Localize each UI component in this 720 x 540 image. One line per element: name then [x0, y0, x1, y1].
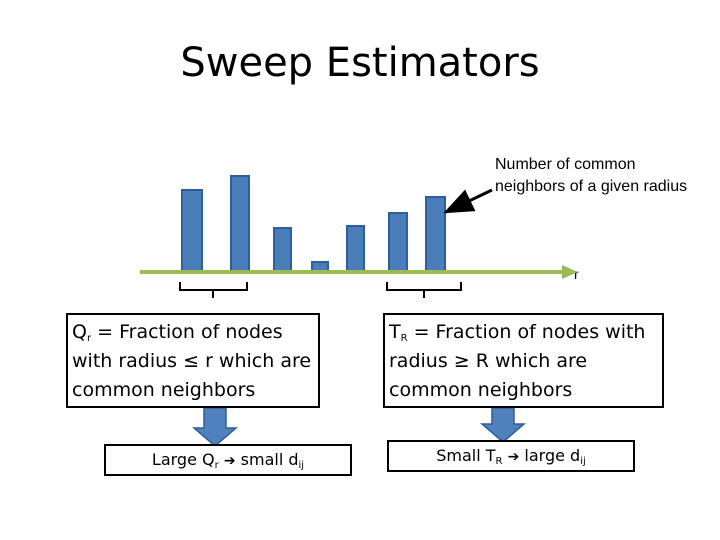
annotation-text: Number of common neighbors of a given ra…	[495, 156, 688, 195]
annotation-pointer-arrow	[443, 188, 493, 214]
bar-3	[273, 227, 292, 273]
r-axis-arrowhead	[562, 265, 578, 279]
left-brace	[179, 282, 248, 298]
left-definition-box: Qr = Fraction of nodes with radius ≤ r w…	[66, 313, 320, 408]
left-definition-line-2: with radius ≤ r which are	[72, 350, 312, 372]
right-arrow-icon: ➔	[507, 449, 520, 465]
bar-2	[230, 175, 250, 273]
right-arrow-icon: ➔	[223, 453, 236, 469]
bar-6	[388, 212, 408, 273]
right-result-box: Small TR ➔ large dij	[387, 440, 635, 472]
left-definition-line-1: Qr = Fraction of nodes	[72, 321, 283, 344]
right-down-arrow	[479, 407, 527, 443]
left-result-box: Large Qr ➔ small dij	[104, 444, 352, 476]
right-definition-line-1: TR = Fraction of nodes with	[389, 321, 646, 344]
bar-1	[181, 189, 203, 273]
left-down-arrow	[191, 407, 239, 447]
bar-7	[425, 196, 446, 273]
bar-5	[346, 225, 365, 273]
right-definition-line-2: radius ≥ R which are	[389, 350, 588, 372]
axis-label-r: r	[574, 266, 579, 282]
right-definition-box: TR = Fraction of nodes with radius ≥ R w…	[383, 313, 664, 408]
right-definition-line-3: common neighbors	[389, 379, 573, 401]
left-definition-line-3: common neighbors	[72, 379, 256, 401]
slide-title: Sweep Estimators	[180, 40, 540, 86]
right-brace	[386, 282, 462, 298]
